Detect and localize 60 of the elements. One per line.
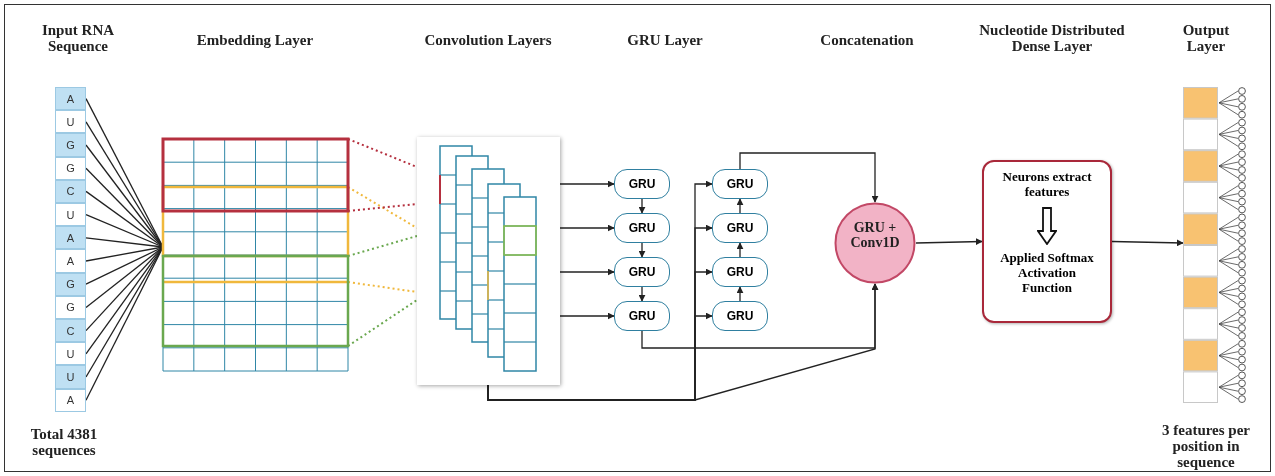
gru-box: GRU	[614, 301, 670, 331]
embedding-grid	[163, 139, 348, 371]
gru-box: GRU	[712, 257, 768, 287]
sequence-cell: A	[55, 87, 86, 111]
sequence-cell: U	[55, 365, 86, 389]
layer-heading: Concatenation	[819, 32, 915, 48]
dense-layer-box	[982, 160, 1112, 323]
layer-heading: GRU Layer	[626, 32, 704, 48]
arrow	[487, 283, 879, 401]
arrow	[736, 286, 744, 302]
sequence-cell: G	[55, 272, 86, 296]
layer-heading: Input RNA Sequence	[40, 22, 116, 54]
sequence-cell: G	[55, 156, 86, 180]
box-text: Neurons extract features	[1001, 169, 1093, 199]
arrow	[736, 198, 744, 214]
arrow	[559, 224, 615, 232]
arrow	[559, 180, 615, 188]
arrow	[638, 286, 646, 302]
concatenation-circle	[834, 202, 916, 284]
dotted-connector	[347, 299, 418, 347]
sequence-cell: C	[55, 179, 86, 203]
connector-line	[85, 246, 164, 309]
gru-box: GRU	[614, 169, 670, 199]
layer-heading: Output Layer	[1181, 22, 1231, 54]
sequence-cell: U	[55, 203, 86, 227]
layer-heading: Convolution Layers	[423, 32, 553, 48]
sequence-cell: G	[55, 295, 86, 319]
gru-box: GRU	[712, 169, 768, 199]
gru-box: GRU	[712, 301, 768, 331]
arrow	[638, 242, 646, 258]
sequence-cell: C	[55, 319, 86, 343]
arrow	[559, 268, 615, 276]
arrow	[915, 238, 983, 246]
layer-heading: Nucleotide Distributed Dense Layer	[978, 22, 1126, 54]
layer-heading: Embedding Layer	[195, 32, 315, 48]
sequence-cell: G	[55, 133, 86, 157]
sequence-cell: A	[55, 249, 86, 273]
circle-label: GRU + Conv1D	[849, 220, 901, 250]
arrow	[736, 242, 744, 258]
arrow	[1111, 239, 1184, 247]
connector-line	[85, 246, 164, 285]
caption-text: Total 4381 sequences	[29, 426, 99, 458]
connector-line	[85, 190, 164, 248]
connector-line	[85, 213, 164, 248]
sequence-cell: U	[55, 342, 86, 366]
sequence-cell: A	[55, 226, 86, 250]
connector-line	[85, 237, 164, 248]
convolution-panel	[417, 137, 560, 385]
arrow	[739, 152, 879, 203]
box-text: Applied Softmax Activation Function	[999, 250, 1095, 295]
gru-box: GRU	[712, 213, 768, 243]
gru-box: GRU	[614, 213, 670, 243]
sequence-cell: A	[55, 388, 86, 412]
arrow	[638, 198, 646, 214]
gru-box: GRU	[614, 257, 670, 287]
sequence-cell: U	[55, 110, 86, 134]
arrow	[559, 312, 615, 320]
caption-text: 3 features per position in sequence	[1161, 422, 1251, 470]
output-column	[1183, 87, 1218, 403]
dotted-connector	[347, 235, 418, 257]
